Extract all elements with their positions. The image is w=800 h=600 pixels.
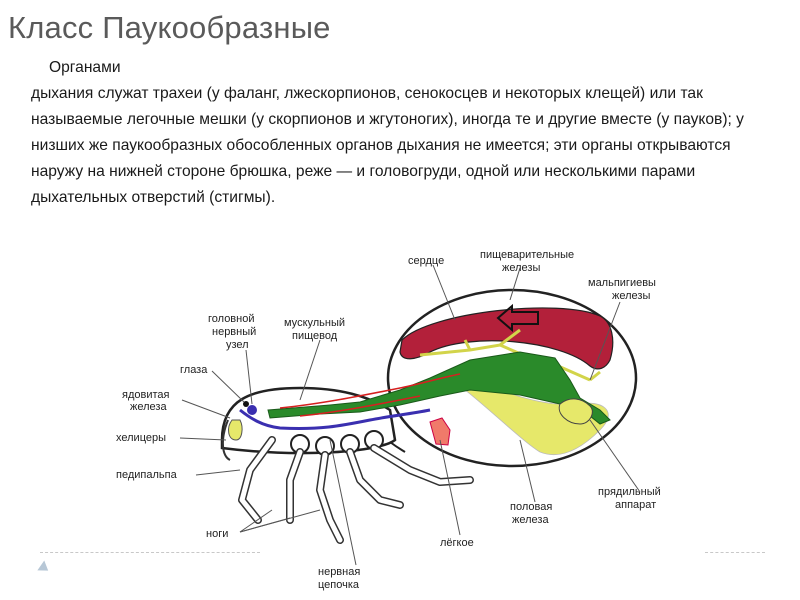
footer-divider-right xyxy=(705,552,765,553)
leg-bases xyxy=(290,430,384,456)
label-digestive-glands-2: железы xyxy=(502,262,540,274)
label-sex-gland-1: половая xyxy=(510,501,552,513)
label-head-ganglion-2: нервный xyxy=(212,326,256,338)
slide-title: Класс Паукообразные xyxy=(8,10,331,45)
eye xyxy=(243,401,249,407)
label-malpighian-1: мальпигиевы xyxy=(588,277,656,289)
label-venom-1: ядовитая xyxy=(122,389,170,401)
leader-lines xyxy=(179,264,641,566)
digestive-gland xyxy=(447,377,609,456)
paragraph-body: дыхания служат трахеи (у фаланг, лжескор… xyxy=(31,85,744,206)
label-nerve-chain-1: нервная xyxy=(318,566,360,578)
gut-organ xyxy=(267,351,611,425)
label-legs: ноги xyxy=(206,528,228,540)
legs-inner xyxy=(239,437,473,543)
label-muscular-1: мускульный xyxy=(284,317,345,329)
yellow-branches xyxy=(419,328,601,382)
head-ganglion xyxy=(247,405,257,415)
blood-vessel xyxy=(279,373,461,417)
label-head-ganglion-3: узел xyxy=(226,339,249,351)
paragraph-first-word: Органами xyxy=(49,59,121,76)
label-sex-gland-2: железа xyxy=(512,514,549,526)
label-pedipalp: педипальпа xyxy=(116,469,178,481)
label-muscular-2: пищевод xyxy=(292,330,338,342)
label-digestive-glands-1: пищеварительные xyxy=(480,249,574,261)
label-eyes: глаза xyxy=(180,364,208,376)
label-heart: сердце xyxy=(408,255,444,267)
label-lung: лёгкое xyxy=(440,537,474,549)
chelicera xyxy=(222,419,231,461)
label-spinneret-1: прядильный xyxy=(598,486,661,498)
label-nerve-chain-2: цепочка xyxy=(318,579,360,591)
footer-divider-left xyxy=(40,552,260,553)
label-spinneret-2: аппарат xyxy=(615,499,656,511)
lung-organ xyxy=(429,417,451,446)
heart-arrow-icon xyxy=(496,303,539,333)
label-head-ganglion-1: головной xyxy=(208,313,255,325)
label-venom-2: железа xyxy=(130,401,167,413)
nerve-chain xyxy=(239,408,431,431)
label-chelicerae: хелицеры xyxy=(116,432,166,444)
legs xyxy=(238,436,474,544)
label-malpighian-2: железы xyxy=(612,290,650,302)
spinneret xyxy=(558,398,593,425)
slide-paragraph: Органами дыхания служат трахеи (у фаланг… xyxy=(31,55,771,233)
venom-gland xyxy=(228,419,243,441)
